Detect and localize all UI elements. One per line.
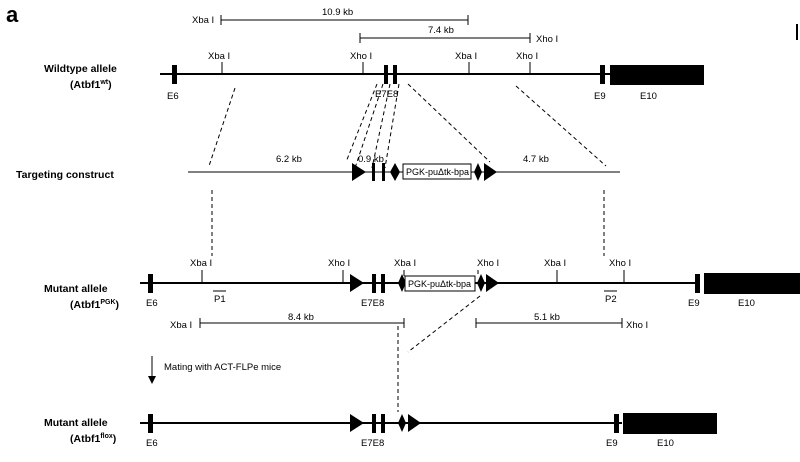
exon-e8 xyxy=(381,274,385,293)
enzyme-label: Xho I xyxy=(626,320,648,331)
enzyme-label: Xho I xyxy=(350,51,372,62)
enzyme-label: Xba I xyxy=(170,320,192,331)
enzyme-label: Xho I xyxy=(477,258,499,269)
exon-label-e9: E9 xyxy=(688,298,700,309)
exon-e6 xyxy=(172,65,177,84)
enzyme-label: Xba I xyxy=(192,15,214,26)
enzyme-label: Xba I xyxy=(455,51,477,62)
exon-e8 xyxy=(382,163,385,181)
fragment-size: 8.4 kb xyxy=(288,312,314,323)
cassette-label: PGK-puΔtk-bpa xyxy=(406,167,469,177)
exon-e7 xyxy=(372,274,376,293)
loxp-triangle xyxy=(352,163,366,181)
exon-label-e6: E6 xyxy=(146,298,158,309)
primer-p2: P2 xyxy=(605,294,617,305)
exon-e6 xyxy=(148,274,153,293)
exon-label-e6: E6 xyxy=(167,91,179,102)
exon-label-e10: E10 xyxy=(640,91,657,102)
exon-e9 xyxy=(695,274,700,293)
wildtype-sublabel: (Atbf1wt) xyxy=(70,79,112,91)
mating-step: Mating with ACT-FLPe mice xyxy=(148,356,281,384)
primer-p1: P1 xyxy=(214,294,226,305)
enzyme-label: Xho I xyxy=(609,258,631,269)
mutant-sublabel: (Atbf1PGK) xyxy=(70,299,119,311)
exon-label-e7e8: E7E8 xyxy=(375,89,398,100)
exon-label-e6: E6 xyxy=(146,438,158,449)
wt-xho-fragment: 7.4 kb Xho I xyxy=(359,25,558,45)
enzyme-label: Xho I xyxy=(536,34,558,45)
flox-label: Mutant allele xyxy=(44,417,108,429)
fragment-size: 10.9 kb xyxy=(322,7,353,18)
frt-diamond xyxy=(398,274,406,292)
exon-label-e7e8: E7E8 xyxy=(361,298,384,309)
exon-e8 xyxy=(393,65,397,84)
arm-size: 6.2 kb xyxy=(276,154,302,165)
exon-e10 xyxy=(610,65,704,85)
enzyme-label: Xba I xyxy=(544,258,566,269)
exon-label-e9: E9 xyxy=(606,438,618,449)
enzyme-label: Xba I xyxy=(394,258,416,269)
mut-xba-fragment: Xba I 8.4 kb xyxy=(170,312,405,331)
homology-lines-top xyxy=(208,83,607,169)
exon-e7 xyxy=(384,65,388,84)
exon-e8 xyxy=(381,414,385,433)
mutant-label: Mutant allele xyxy=(44,283,108,295)
flox-sublabel: (Atbf1flox) xyxy=(70,433,116,445)
frt-diamond xyxy=(398,414,406,432)
exon-e7 xyxy=(372,163,375,181)
frt-diamond-left-b xyxy=(390,163,395,181)
mutant-flox-allele: Mutant allele (Atbf1flox) E6 E7E8 E9 E10 xyxy=(44,413,717,449)
enzyme-label: Xba I xyxy=(190,258,212,269)
cassette-label: PGK-puΔtk-bpa xyxy=(408,279,471,289)
mutant-pgk-allele: Mutant allele (Atbf1PGK) PGK-puΔtk-bpa X… xyxy=(44,258,800,331)
mut-xho-fragment: 5.1 kb Xho I xyxy=(475,312,648,331)
wildtype-label: Wildtype allele xyxy=(44,63,117,75)
exon-e7 xyxy=(372,414,376,433)
enzyme-label: Xba I xyxy=(208,51,230,62)
loxp-triangle xyxy=(484,163,497,181)
loxp-triangle xyxy=(408,414,421,432)
mating-label: Mating with ACT-FLPe mice xyxy=(164,362,281,373)
cassette-box xyxy=(402,163,472,180)
excision-lines xyxy=(397,295,481,412)
frt-diamond-right xyxy=(474,163,482,181)
exon-e9 xyxy=(614,414,619,433)
wt-xba-fragment: Xba I 10.9 kb xyxy=(192,7,469,26)
fragment-size: 5.1 kb xyxy=(534,312,560,323)
enzyme-label: Xho I xyxy=(328,258,350,269)
enzyme-label: Xho I xyxy=(516,51,538,62)
exon-label-e7e8: E7E8 xyxy=(361,438,384,449)
construct-label: Targeting construct xyxy=(16,169,114,181)
loxp-triangle xyxy=(350,274,364,292)
loxp-triangle xyxy=(350,414,364,432)
exon-e10 xyxy=(704,273,800,294)
panel-label: a xyxy=(6,2,19,27)
exon-e6 xyxy=(148,414,153,433)
frt-diamond xyxy=(477,274,485,292)
wildtype-allele: Wildtype allele (Atbf1wt) Xba I 10.9 kb … xyxy=(44,7,704,102)
fragment-size: 7.4 kb xyxy=(428,25,454,36)
exon-e9 xyxy=(600,65,605,84)
targeting-construct: Targeting construct 6.2 kb 0.9 kb 4.7 kb… xyxy=(16,154,620,181)
arm-size: 0.9 kb xyxy=(358,154,384,165)
exon-label-e9: E9 xyxy=(594,91,606,102)
loxp-triangle xyxy=(486,274,499,292)
arm-size: 4.7 kb xyxy=(523,154,549,165)
exon-label-e10: E10 xyxy=(738,298,755,309)
cassette-box xyxy=(404,275,476,292)
down-arrow-icon xyxy=(148,376,156,384)
exon-label-e10: E10 xyxy=(657,438,674,449)
exon-e10 xyxy=(623,413,717,434)
frt-diamond-left xyxy=(395,163,400,181)
homology-lines-mid xyxy=(211,190,605,256)
